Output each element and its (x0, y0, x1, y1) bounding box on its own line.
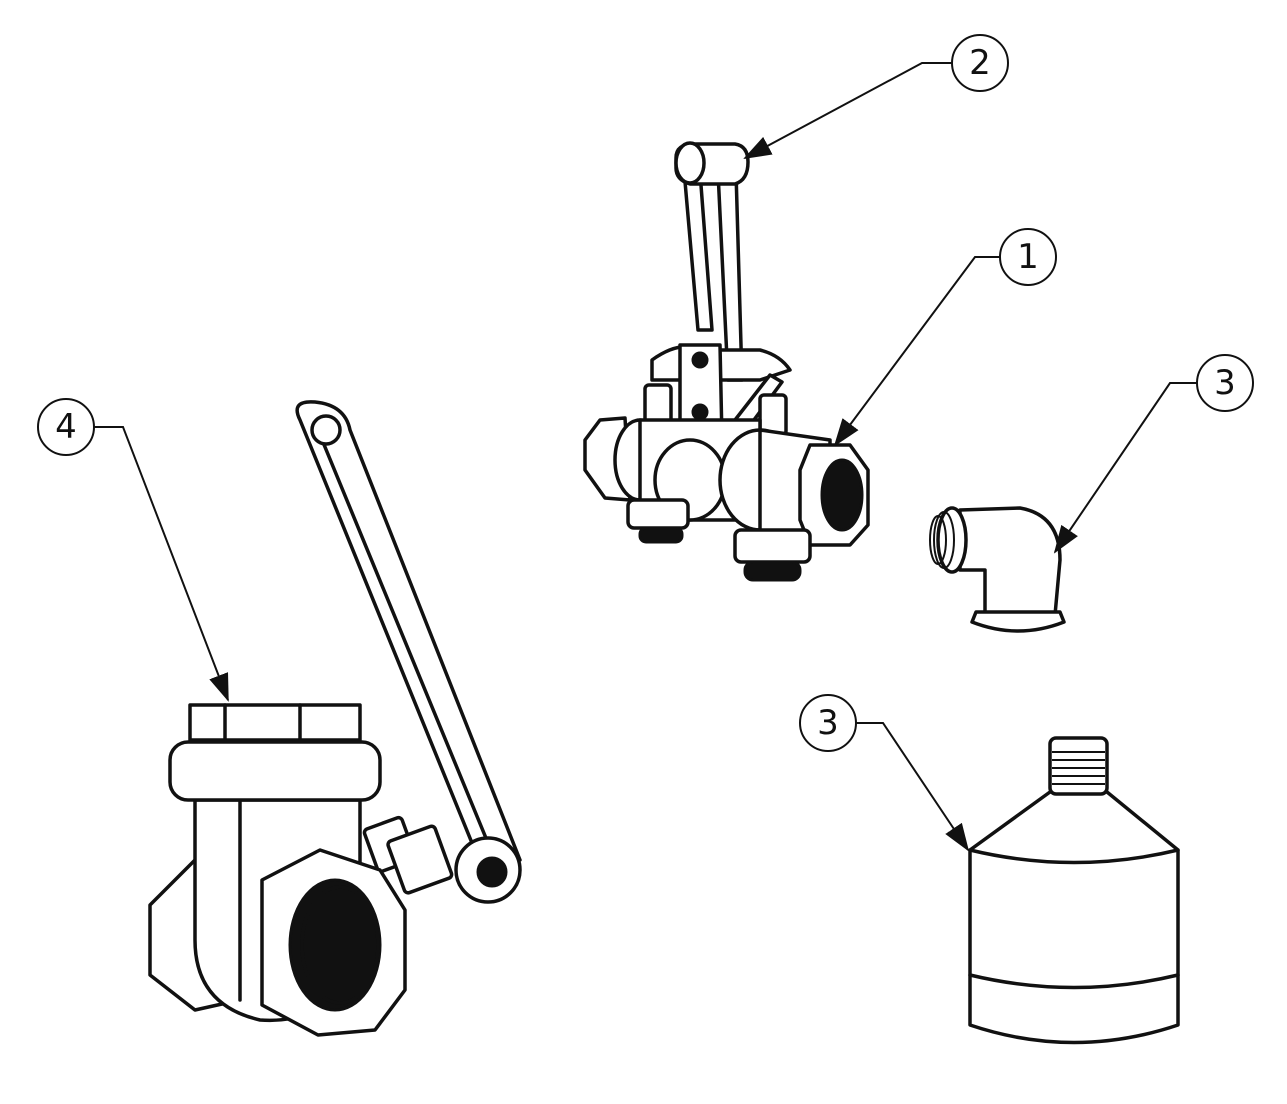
svg-text:3: 3 (817, 703, 839, 743)
bottle (968, 736, 1180, 1045)
callout-2: 2 (743, 34, 1009, 159)
svg-text:4: 4 (55, 407, 77, 447)
svg-text:1: 1 (1017, 237, 1039, 277)
callout-3b: 3 (799, 694, 970, 852)
leveling-valve (583, 141, 870, 582)
callout-4: 4 (37, 398, 229, 702)
callout-1: 1 (833, 228, 1057, 447)
svg-text:3: 3 (1214, 363, 1236, 403)
callout-3a: 3 (1053, 354, 1254, 554)
elbow-fitting (929, 506, 1066, 633)
ball-valve (148, 400, 522, 1037)
svg-text:2: 2 (969, 43, 991, 83)
